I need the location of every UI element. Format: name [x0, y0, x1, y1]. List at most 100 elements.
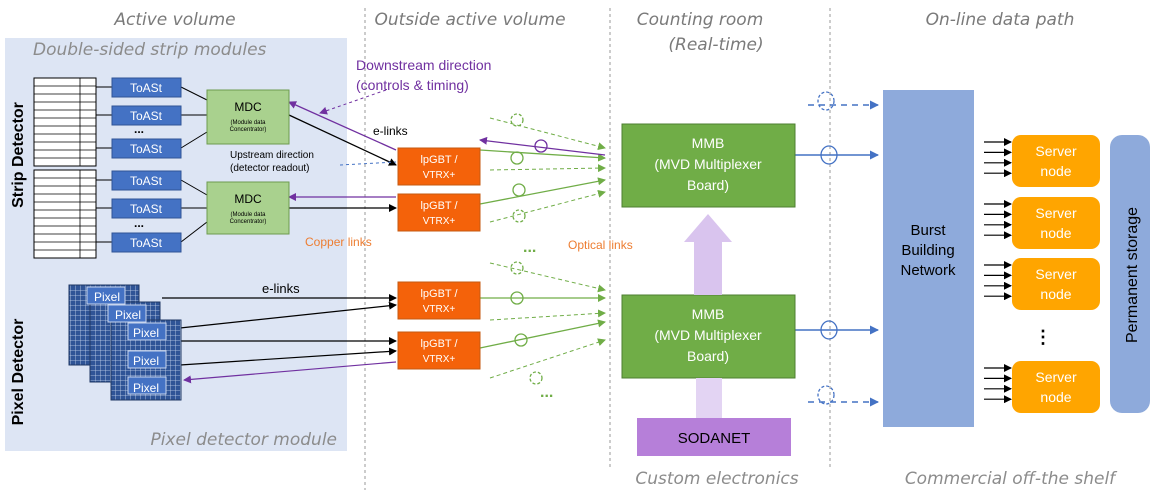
lpgbt-line2: VTRX+: [423, 354, 456, 365]
optical-link-downstream: [479, 136, 606, 156]
pixel-label: Pixel: [94, 290, 120, 304]
optical-link-dashed: [489, 338, 606, 379]
toast-dots-lower: ...: [134, 216, 144, 230]
lpgbt-line1: lpGBT /: [420, 288, 458, 300]
server-line1: Server: [1035, 143, 1077, 159]
permanent-storage-label: Permanent storage: [1124, 207, 1141, 343]
header-counting-room: Counting room: [637, 10, 764, 30]
strip-module-grid: [33, 169, 97, 259]
mmb-title: MMB: [692, 135, 725, 151]
optical-fiber-symbol: [510, 113, 524, 127]
toast-mdc-link: [180, 131, 208, 149]
server-line2: node: [1040, 286, 1071, 302]
optical-link-dashed: [489, 164, 606, 173]
mdc-box-2: MDC (Module data Concentrator): [206, 181, 290, 235]
sodanet-box: [637, 418, 791, 456]
permanent-storage: [1110, 135, 1150, 413]
mmb-line1: (MVD Multiplexer: [654, 156, 762, 172]
downstream-label-line1: Downstream direction: [356, 57, 491, 73]
mdc-sub2: Concentrator): [230, 219, 267, 225]
burst-building-network: [883, 90, 974, 427]
mdc-box-1: MDC (Module data Concentrator): [206, 89, 290, 145]
pixel-elink: [179, 347, 397, 366]
pixel-label: Pixel: [133, 354, 159, 368]
mdc1-upstream-link: [288, 114, 397, 166]
upstream-label-line1: Upstream direction: [230, 150, 314, 161]
elinks-label-strip: e-links: [373, 124, 408, 138]
optical-links-label: Optical links: [568, 238, 633, 252]
server-node: Server node: [1012, 135, 1100, 187]
optical-dots-upper: ...: [523, 239, 536, 256]
burst-line3: Network: [900, 262, 956, 279]
mdc-sub2: Concentrator): [230, 127, 267, 133]
toast-label: ToASt: [130, 202, 163, 216]
toast-label: ToASt: [130, 174, 163, 188]
lpgbt-line2: VTRX+: [423, 170, 456, 181]
header-online-data-path: On-line data path: [926, 10, 1075, 30]
server-vdots: ⋮: [1034, 327, 1052, 347]
optical-fiber-symbol: [817, 91, 835, 111]
optical-fiber-symbol: [514, 333, 528, 347]
downstream-label-line2: (controls & timing): [356, 77, 469, 93]
pixel-detector-label: Pixel Detector: [10, 319, 27, 426]
pixel-chip: [86, 286, 126, 305]
lpgbt-line2: VTRX+: [423, 304, 456, 315]
optical-fiber-symbol: [820, 320, 838, 340]
lpgbt-box: lpGBT / VTRX+: [397, 147, 481, 186]
optical-link: [479, 177, 606, 205]
pixel-chip: [127, 322, 167, 341]
toast-mdc-link: [180, 179, 208, 196]
pixel-label: Pixel: [133, 381, 159, 395]
strip-module-grid: [33, 77, 97, 167]
toast-label: ToASt: [130, 81, 163, 95]
lpgbt-box: lpGBT / VTRX+: [397, 281, 481, 320]
toast-box: ToASt: [111, 77, 182, 98]
burst-line2: Building: [901, 242, 954, 259]
toast-dots-upper: ...: [134, 122, 144, 136]
toast-box: ToASt: [111, 170, 182, 191]
pixel-label: Pixel: [115, 308, 141, 322]
copper-links-label: Copper links: [305, 235, 372, 249]
mmb-line1: (MVD Multiplexer: [654, 327, 762, 343]
burst-line1: Burst: [910, 222, 946, 239]
optical-link: [479, 149, 606, 162]
wiring: [96, 86, 1012, 407]
toast-label: ToASt: [130, 236, 163, 250]
optical-fiber-symbol: [534, 139, 548, 153]
pixel-chip: [127, 376, 167, 395]
header-outside-active-volume: Outside active volume: [374, 10, 565, 30]
elinks-label-pixel: e-links: [262, 281, 300, 296]
optical-fiber-symbol: [512, 209, 526, 223]
optical-link-dashed: [489, 262, 606, 293]
pixel-chip: [107, 304, 147, 323]
custom-electronics-caption: Custom electronics: [635, 469, 798, 489]
toast-mdc-link: [180, 86, 208, 101]
optical-fiber-symbol: [510, 261, 524, 275]
strip-module-grids: [33, 77, 97, 259]
optical-fiber-symbol: [512, 183, 526, 197]
toast-box: ToASt: [111, 232, 182, 253]
sodanet-broadcast-arrow: [684, 214, 732, 295]
mmb-title: MMB: [692, 306, 725, 322]
pixel-elink: [179, 301, 397, 329]
lpgbt-group: lpGBT /VTRX+lpGBT /VTRX+lpGBT /VTRX+lpGB…: [397, 147, 481, 370]
lpgbt-line1: lpGBT /: [420, 200, 458, 212]
optical-link: [479, 319, 606, 349]
lpgbt-line1: lpGBT /: [420, 154, 458, 166]
server-line2: node: [1040, 163, 1071, 179]
pixel-label: Pixel: [133, 326, 159, 340]
toast-label: ToASt: [130, 109, 163, 123]
pixel-module-caption: Pixel detector module: [150, 430, 337, 450]
optical-fiber-symbol: [510, 151, 524, 165]
strip-detector-label: Strip Detector: [10, 102, 27, 208]
upstream-label-line2: (detector readout): [230, 163, 310, 174]
toast-box: ToASt: [111, 198, 182, 219]
optical-fiber-symbol: [529, 371, 543, 385]
pixel-downstream-link: [183, 361, 397, 384]
cots-caption: Commercial off-the shelf: [905, 469, 1118, 489]
optical-fiber-symbol: [820, 145, 838, 165]
sodanet-stem: [696, 378, 722, 418]
